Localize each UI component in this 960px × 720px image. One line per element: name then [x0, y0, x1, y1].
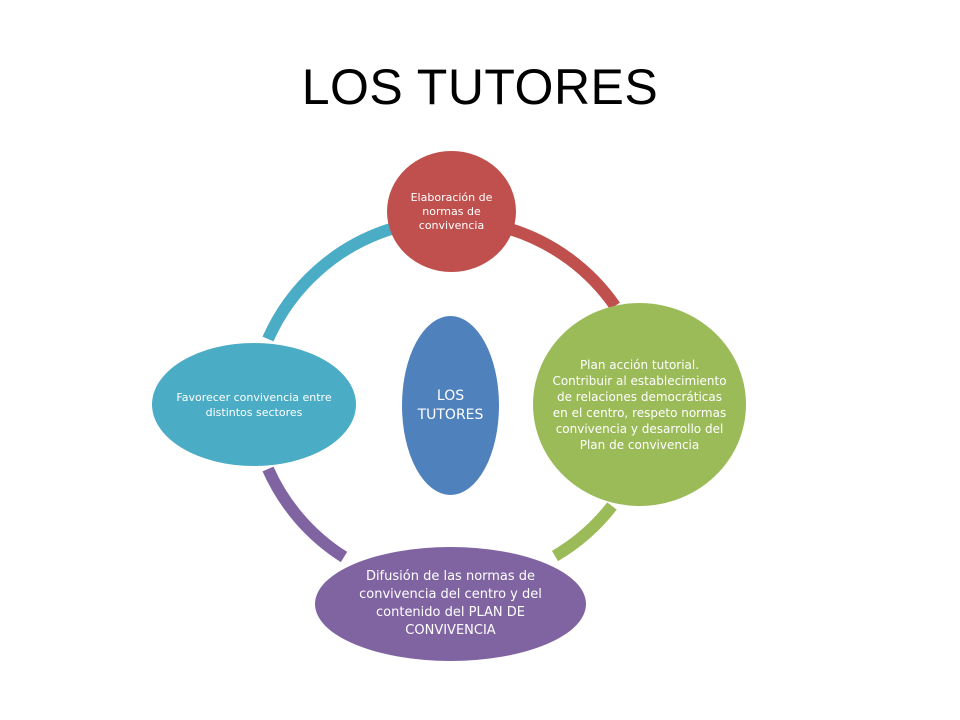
node-difusion-normas-label: Difusión de las normas de convivencia de… [359, 569, 542, 638]
node-plan-accion-tutorial-label: Plan acción tutorial. Contribuir al esta… [552, 357, 727, 452]
node-elaboracion-normas-label: Elaboración de normas de convivencia [410, 190, 493, 232]
arc-connector-right-bottom [551, 502, 617, 562]
node-favorecer-convivencia-label: Favorecer convivencia entre distintos se… [176, 390, 332, 419]
arc-connector-top-right [508, 223, 620, 310]
arc-connector-left-top [262, 223, 393, 342]
center-node-los-tutores: LOS TUTORES [402, 316, 499, 495]
node-difusion-normas: Difusión de las normas de convivencia de… [315, 547, 586, 661]
arc-connector-bottom-left [262, 466, 348, 563]
node-plan-accion-tutorial: Plan acción tutorial. Contribuir al esta… [533, 303, 746, 506]
center-node-label: LOS TUTORES [417, 387, 484, 423]
slide-title: LOS TUTORES [301, 59, 659, 115]
node-favorecer-convivencia: Favorecer convivencia entre distintos se… [152, 343, 356, 466]
node-elaboracion-normas: Elaboración de normas de convivencia [387, 151, 516, 272]
